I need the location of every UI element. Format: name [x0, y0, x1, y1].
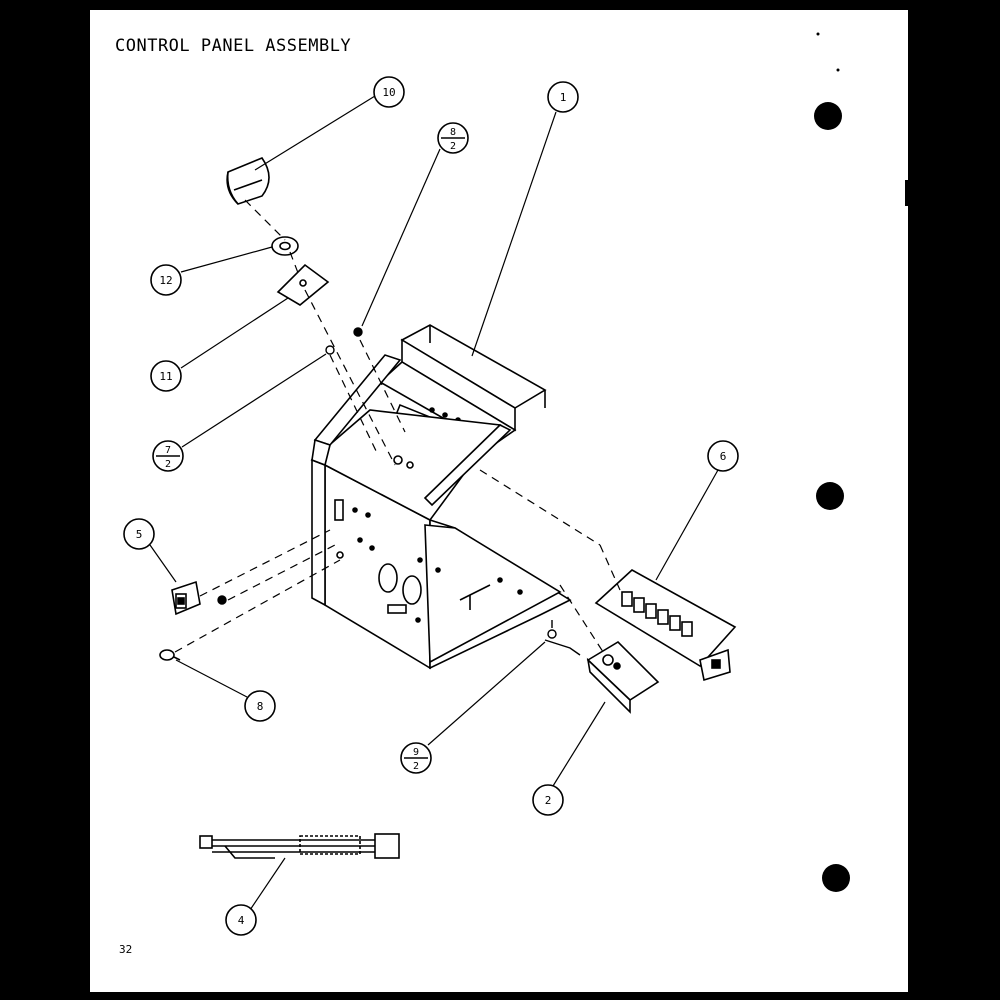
callout-number: 2: [165, 459, 171, 470]
specks: [816, 32, 820, 36]
control-module-part: [586, 640, 660, 714]
callout-number: 12: [159, 274, 172, 287]
knob-part: [226, 157, 270, 205]
callout-number: 2: [545, 794, 552, 807]
wire-harness-part: [199, 833, 400, 859]
binder-hole: [816, 482, 844, 510]
specks: [836, 68, 840, 72]
control-box-chassis: [310, 354, 572, 670]
plate-part: [276, 263, 330, 306]
binder-hole: [822, 864, 850, 892]
callout-5: 5: [123, 518, 155, 550]
callout-10: 10: [373, 76, 405, 108]
callout-number: 2: [413, 761, 419, 772]
callout-6: 6: [707, 440, 739, 472]
assembly-lines: [174, 199, 621, 656]
callout-number: 11: [159, 370, 172, 383]
paper-sheet: [90, 10, 908, 992]
page-number: 32: [119, 943, 133, 956]
callout-1: 1: [547, 81, 579, 113]
callout-number: 8: [257, 700, 264, 713]
callout-number: 1: [560, 91, 567, 104]
callout-12: 12: [150, 264, 182, 296]
callout-9-over-2: 9 2: [400, 742, 432, 774]
callout-8: 8: [244, 690, 276, 722]
screw-parts: [217, 327, 363, 605]
callout-7-over-2: 7 2: [152, 440, 184, 472]
binder-hole: [814, 102, 842, 130]
callout-number: 8: [450, 127, 456, 138]
lamp-part: [159, 649, 181, 661]
callout-number: 10: [382, 86, 395, 99]
edge-mark: [905, 180, 908, 206]
callout-11: 11: [150, 360, 182, 392]
binder-holes: [814, 32, 908, 892]
leader-lines: [149, 95, 719, 911]
callout-number: 5: [136, 528, 143, 541]
callout-number: 2: [450, 141, 456, 152]
fastener-part: [544, 620, 581, 656]
washer-part: [271, 236, 299, 256]
callout-8-over-2: 8 2: [437, 122, 469, 154]
callout-number: 4: [238, 914, 245, 927]
callout-number: 7: [165, 445, 171, 456]
diagram-title: CONTROL PANEL ASSEMBLY: [115, 36, 352, 56]
callout-4: 4: [225, 904, 257, 936]
switch-part: [171, 580, 201, 616]
callout-number: 6: [720, 450, 727, 463]
circuit-board-part: [594, 569, 737, 682]
callout-2: 2: [532, 784, 564, 816]
callout-number: 9: [413, 747, 419, 758]
